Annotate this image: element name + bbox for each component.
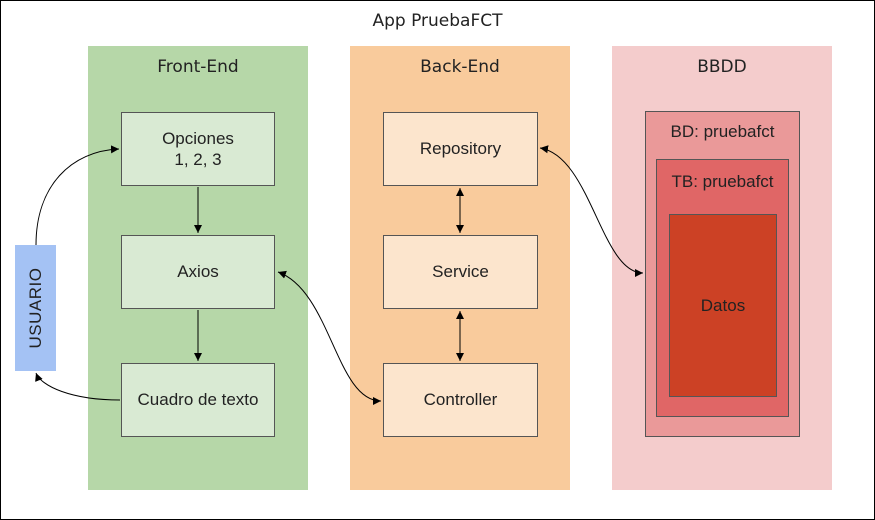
service-box: Service — [383, 235, 538, 309]
usuario-box: USUARIO — [15, 245, 56, 371]
tb-label: TB: pruebafct — [671, 172, 774, 191]
arrow-cuadro-to-usuario — [35, 372, 121, 401]
arrow-axios-controller — [277, 270, 382, 405]
opciones-box: Opciones 1, 2, 3 — [121, 112, 275, 186]
diagram-title: App PruebaFCT — [372, 11, 503, 31]
backend-title: Back-End — [420, 57, 500, 77]
arrow-usuario-to-opciones — [35, 145, 120, 246]
arrow-repository-bd — [539, 145, 644, 277]
axios-box: Axios — [121, 235, 275, 309]
bd-label: BD: pruebafct — [670, 122, 775, 141]
bbdd-title: BBDD — [697, 57, 747, 77]
cuadro-de-texto-box: Cuadro de texto — [121, 363, 275, 437]
controller-box: Controller — [383, 363, 538, 437]
datos-box: Datos — [669, 214, 777, 397]
repository-box: Repository — [383, 112, 538, 186]
frontend-title: Front-End — [157, 57, 239, 77]
